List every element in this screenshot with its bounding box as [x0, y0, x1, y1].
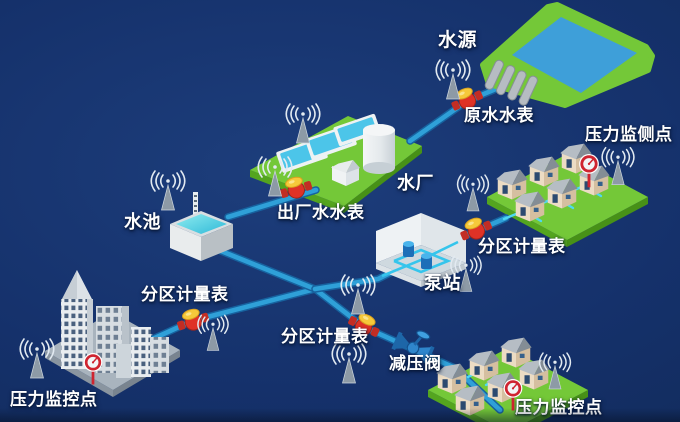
label-district-meter-upper-right: 分区计量表 — [478, 237, 566, 256]
pressure-reducing-valve-icon — [391, 330, 435, 365]
label-water-source: 水源 — [438, 30, 478, 51]
storage-cylinder — [363, 124, 395, 174]
label-outlet-water-meter: 出厂水水表 — [277, 203, 365, 222]
label-water-pool: 水池 — [124, 212, 161, 232]
city-buildings — [61, 270, 169, 378]
label-district-meter-bottom: 分区计量表 — [281, 327, 369, 346]
label-pressure-monitor-bottom-right: 压力监控点 — [515, 398, 603, 417]
label-district-meter-left: 分区计量表 — [141, 285, 229, 304]
water-pool-tank — [170, 192, 233, 261]
label-water-plant: 水厂 — [397, 173, 434, 193]
water-plant — [250, 113, 422, 213]
treatment-pools — [276, 113, 381, 173]
pump-unit — [403, 241, 432, 269]
label-pressure-monitor-upper-right: 压力监侧点 — [585, 125, 673, 144]
label-pressure-monitor-bottom-left: 压力监控点 — [10, 390, 98, 409]
wireless-antenna-icon — [150, 170, 186, 211]
pump-station-building — [376, 213, 466, 287]
plant-building — [331, 160, 360, 186]
label-raw-water-meter: 原水水表 — [464, 106, 534, 125]
water-source-dam — [480, 2, 655, 108]
label-pressure-reducing-valve: 减压阀 — [389, 354, 442, 373]
wireless-antenna-icon — [456, 174, 490, 212]
wireless-antenna-icon — [197, 314, 229, 352]
dam-gates — [484, 59, 538, 106]
label-pump-station: 泵站 — [424, 273, 461, 293]
wireless-antenna-icon — [331, 343, 367, 384]
